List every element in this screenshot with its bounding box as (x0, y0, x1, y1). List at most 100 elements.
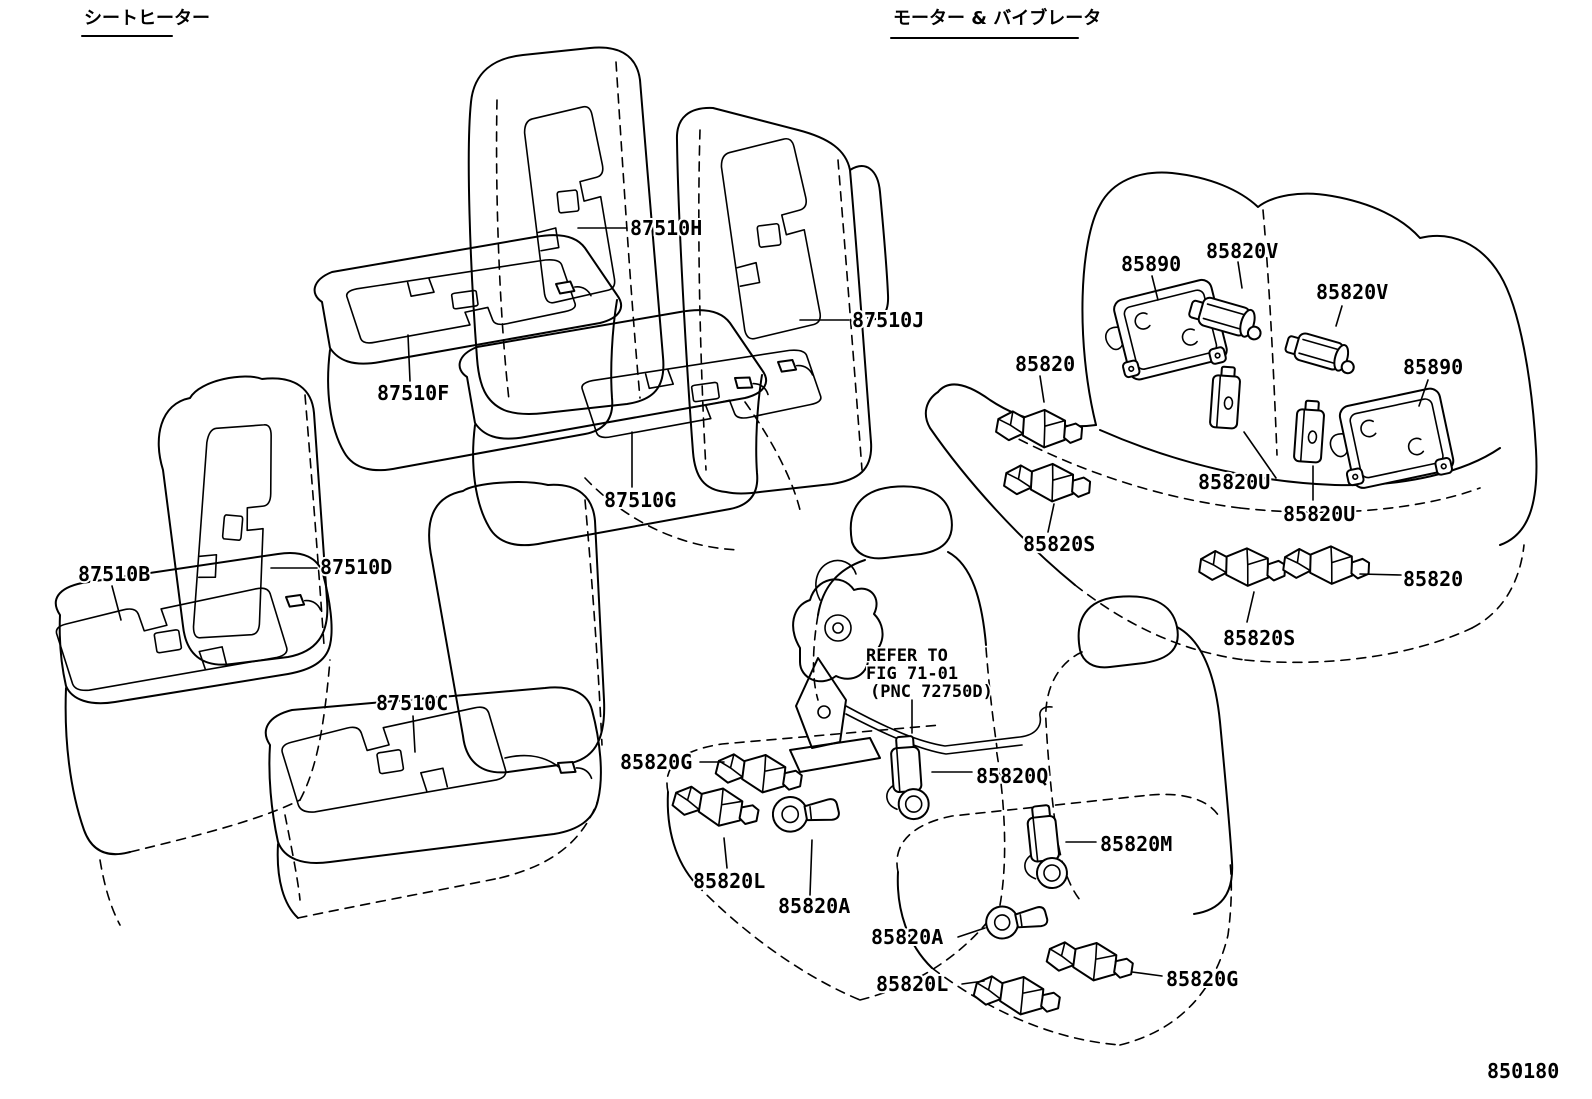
motor-vibrator-heading: モーター & バイブレータ (893, 7, 1101, 29)
motor-85820l-front (669, 775, 764, 837)
callout-85890-lh: 85890 (1121, 252, 1181, 276)
front-seat-rh-skirt (276, 843, 299, 919)
motor-85820s-lh (1001, 455, 1094, 509)
rear-seatback-lh-outline (467, 46, 665, 415)
front-seat-lh-skirt (64, 687, 131, 856)
front-seat-rh-heater (264, 481, 606, 919)
heater-mat-87510b (53, 584, 290, 696)
motor-85820a-front (770, 790, 842, 835)
leader-85890-lh (1151, 275, 1159, 301)
callout-87510h: 87510H (630, 216, 702, 240)
leader-85820a-front (809, 839, 813, 896)
callout-85820l-rear: 85820L (876, 972, 948, 996)
right-seat-cushion-top-dash (896, 794, 1151, 873)
leader-85820-rear-lh (1039, 375, 1045, 403)
block-85820u-lh (1208, 365, 1242, 430)
callout-85820s-lh: 85820S (1023, 532, 1095, 556)
section-headings: シートヒーター モーター & バイブレータ (81, 7, 1101, 39)
callout-87510g: 87510G (604, 488, 676, 512)
callout-85820a-rear: 85820A (871, 925, 943, 949)
leader-87510c (412, 715, 416, 753)
block-85820u-rh (1292, 399, 1326, 464)
rear-cushion-lh-top (313, 234, 622, 365)
front-seat-lh-cushion-outline (54, 552, 333, 705)
heater-mat-87510d (188, 418, 278, 645)
leader-85820v-lh (1237, 261, 1243, 289)
recliner-pivot-outer (824, 614, 852, 642)
front-seat-lh-leg-dash2 (284, 814, 301, 901)
leader-85820a-rear (957, 927, 986, 938)
leader-85820-rear-rh (1359, 573, 1402, 576)
mat-plug-87510d (283, 592, 324, 612)
callout-87510c: 87510C (376, 691, 448, 715)
rear-seatback-rh-outline (675, 106, 873, 495)
leader-85820g-rear (1131, 971, 1163, 977)
middle-seat-back-right-edge (947, 551, 987, 646)
motor-bench-center-split-dash (1262, 209, 1278, 456)
motor-85820-rear-rh (1281, 539, 1373, 590)
right-seat-back-right-edge (1176, 626, 1234, 915)
right-seat-cushion-front (896, 871, 933, 969)
recliner-top-hook (815, 559, 857, 601)
motor-bench-cushion-front (924, 391, 1076, 586)
leader-85820l-front (723, 837, 728, 869)
callout-87510j: 87510J (852, 308, 924, 332)
vibrator-85820v-rh (1282, 328, 1361, 377)
leader-85820s-lh (1047, 503, 1055, 533)
motor-85820g-rear (1044, 931, 1138, 990)
rear-cushion-lh-front (327, 299, 618, 472)
callout-85820v-rh: 85820V (1316, 280, 1388, 304)
controller-85890-lh (1096, 276, 1231, 390)
front-seat-lh-back-outline (157, 375, 329, 666)
front-seat-rh-skirt-dash2 (499, 799, 599, 879)
callout-85820-rear-rh: 85820 (1403, 567, 1463, 591)
recliner-bracket-upper (792, 578, 884, 683)
right-seat-cushion-bottom-dash (931, 967, 1121, 1046)
middle-seat-cushion-bottom-dash (695, 883, 861, 1001)
front-seat-rh-back-contour (584, 499, 603, 746)
motor-bench-cushion-front-dash (1074, 584, 1246, 661)
recliner-pivot-inner (832, 622, 844, 634)
callout-85820u-lh: 85820U (1198, 470, 1270, 494)
right-seat-back-left-dash (1045, 651, 1083, 831)
motor-85820m (1017, 802, 1070, 892)
rear-bench-motor (924, 171, 1538, 664)
recliner-lower-hole (817, 705, 831, 719)
seat-heater-heading: シートヒーター (84, 8, 210, 29)
callout-87510d: 87510D (320, 555, 392, 579)
callout-85820g-rear: 85820G (1166, 967, 1238, 991)
callout-85820u-rh: 85820U (1283, 502, 1355, 526)
middle-seat-headrest (849, 485, 953, 560)
leader-85820u-lh (1243, 431, 1277, 479)
middle-seat-back-left-edge (817, 559, 866, 616)
callout-labels: 87510H 87510J 87510F 87510G 87510B 87510… (76, 214, 1465, 998)
reference-note-line3: (PNC 72750D) (870, 682, 993, 702)
middle-front-seat-motor (666, 485, 1053, 1001)
middle-seat-back-left-dash (812, 614, 819, 701)
mat-plug-87510h (554, 279, 594, 298)
front-seat-lh-leg-dash (99, 859, 121, 926)
callout-87510f: 87510F (377, 381, 449, 405)
middle-seat-cushion-top-dash (666, 724, 941, 793)
rear-cushion-rh-top (458, 309, 767, 440)
callout-85820l-front: 85820L (693, 869, 765, 893)
rear-seatback-rh-contour2 (837, 159, 863, 471)
middle-seat-cushion-front (666, 791, 697, 885)
front-seat-rh-back-outline (428, 481, 606, 774)
mat-wire-87510c (504, 754, 561, 769)
right-seat-headrest (1077, 595, 1179, 669)
middle-seat-cushion-right-dash (995, 747, 1006, 906)
motor-85820s-rh (1197, 541, 1289, 592)
callout-85820-rear-lh: 85820 (1015, 352, 1075, 376)
motor-bench-back-outline (1081, 171, 1538, 546)
front-seat-lh-skirt-dash2 (299, 659, 331, 801)
front-seat-lh-heater (53, 375, 333, 926)
front-seat-lh-back-contour (304, 394, 325, 646)
recliner-base-plate (789, 737, 881, 773)
front-seat-rh-skirt-dash (297, 877, 501, 919)
leader-87510b (111, 585, 122, 621)
rear-seatback-rh-wing (849, 165, 890, 320)
reference-note: REFER TO FIG 71-01 (PNC 72750D) (865, 645, 995, 704)
